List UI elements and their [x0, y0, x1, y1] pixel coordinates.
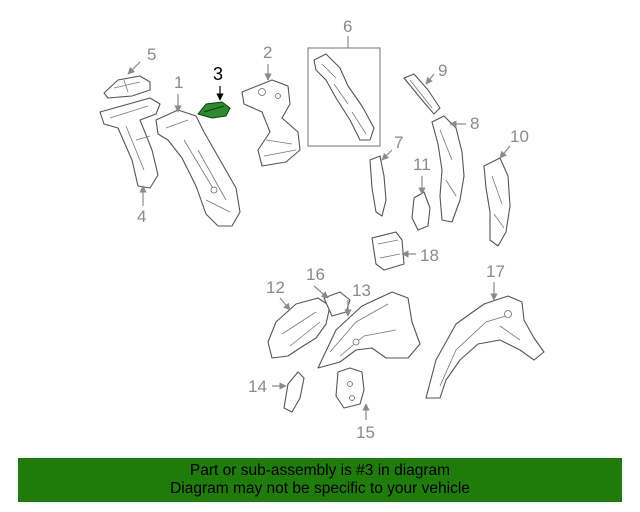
- callout-16: 16: [306, 265, 325, 284]
- callout-9: 9: [438, 61, 447, 80]
- callout-10: 10: [510, 127, 529, 146]
- part-5-bracket: [103, 75, 151, 99]
- part-14-piece: [283, 371, 305, 413]
- callout-15: 15: [356, 423, 375, 442]
- part-1-pillar: [155, 109, 241, 227]
- part-6-box: [307, 47, 381, 147]
- callout-6: 6: [343, 17, 352, 36]
- callout-1: 1: [174, 73, 183, 92]
- callout-4: 4: [137, 207, 146, 226]
- callout-13: 13: [352, 281, 371, 300]
- callout-7: 7: [394, 133, 403, 152]
- part-15-bracket: [335, 367, 365, 409]
- part-8-pillar: [431, 115, 465, 223]
- part-18-box: [371, 231, 405, 271]
- part-13-wheelhouse: [317, 291, 421, 369]
- callout-2: 2: [263, 43, 272, 62]
- callout-5: 5: [147, 45, 156, 64]
- callout-12: 12: [266, 278, 285, 297]
- callout-14: 14: [248, 377, 267, 396]
- leader-lines: [127, 36, 511, 420]
- part-11-bracket: [411, 191, 431, 231]
- part-12-piece: [267, 297, 331, 359]
- part-10-piece: [483, 157, 511, 247]
- part-3-highlighted: [197, 101, 231, 119]
- banner-line-2: Diagram may not be specific to your vehi…: [170, 480, 470, 497]
- info-banner: Part or sub-assembly is #3 in diagram Di…: [18, 458, 622, 502]
- part-17-quarter-panel: [425, 295, 545, 399]
- callout-3: 3: [213, 64, 223, 84]
- callout-18: 18: [420, 246, 439, 265]
- callout-8: 8: [470, 114, 479, 133]
- part-2-panel: [241, 79, 301, 167]
- parts-diagram: 5 1 3 2 4 6 7 9 8 10 11 18 12 16 13 14 1…: [99, 17, 545, 442]
- banner-line-1: Part or sub-assembly is #3 in diagram: [189, 462, 451, 479]
- part-4-pillar: [99, 97, 161, 189]
- part-7-piece: [369, 155, 387, 217]
- callout-17: 17: [486, 262, 505, 281]
- callout-11: 11: [413, 155, 431, 174]
- part-9-strip: [403, 73, 441, 115]
- part-6-rail: [313, 53, 375, 141]
